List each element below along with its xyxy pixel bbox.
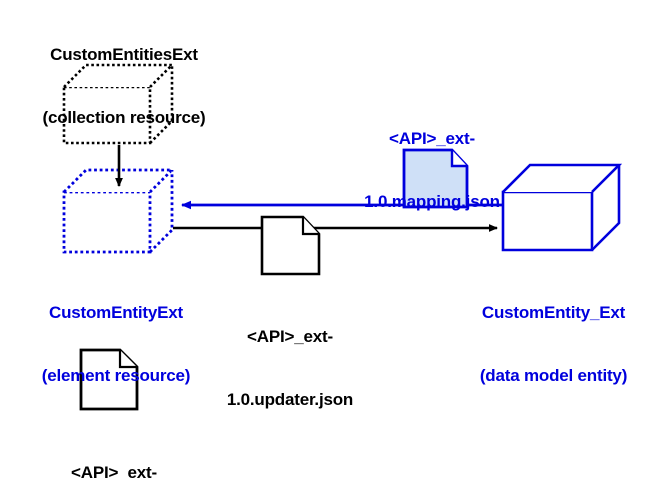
data-model-entity-label: CustomEntity_Ext (data model entity) — [450, 260, 657, 428]
document-fold-corner — [301, 217, 319, 236]
data-model-entity-cube[interactable] — [501, 163, 623, 252]
element-resource-label-line2: (element resource) — [41, 366, 191, 385]
cube-front-face — [62, 190, 152, 254]
updater-file-label: <API>_ext- 1.0.updater.json — [192, 284, 388, 452]
updater-file-document[interactable] — [260, 215, 321, 276]
mapping-file-document[interactable] — [402, 148, 469, 209]
updater-file-label-line1: <API>_ext- — [247, 327, 333, 346]
collection-resource-label: CustomEntitiesExt (collection resource) — [8, 2, 240, 170]
cube-side-face — [149, 170, 174, 253]
cube-side-face — [149, 65, 174, 144]
schema-file-label: <API>_ext- 1.0.schema.json — [8, 420, 220, 478]
cube-top-face — [63, 63, 176, 88]
collection-resource-cube[interactable] — [62, 63, 176, 145]
schema-file-document[interactable] — [79, 348, 139, 411]
cube-side-face — [591, 165, 621, 251]
document-fold-corner — [118, 350, 137, 369]
updater-file-label-line2: 1.0.updater.json — [226, 390, 354, 409]
data-model-entity-label-line2: (data model entity) — [479, 366, 628, 385]
element-resource-label-line1: CustomEntityExt — [49, 303, 183, 322]
mapping-file-label-line2: 1.0.mapping.json — [364, 192, 500, 211]
collection-resource-label-line2: (collection resource) — [42, 108, 206, 127]
element-resource-label: CustomEntityExt (element resource) — [10, 260, 222, 428]
collection-resource-label-line1: CustomEntitiesExt — [50, 45, 198, 64]
mapping-file-label-line1: <API>_ext- — [389, 129, 475, 148]
schema-file-label-line1: <API>_ext- — [71, 463, 157, 478]
cube-top-face — [502, 163, 623, 193]
mapping-file-label: <API>_ext- 1.0.mapping.json — [337, 86, 527, 254]
document-fold-corner — [450, 150, 467, 168]
data-model-entity-label-line1: CustomEntity_Ext — [481, 303, 626, 322]
